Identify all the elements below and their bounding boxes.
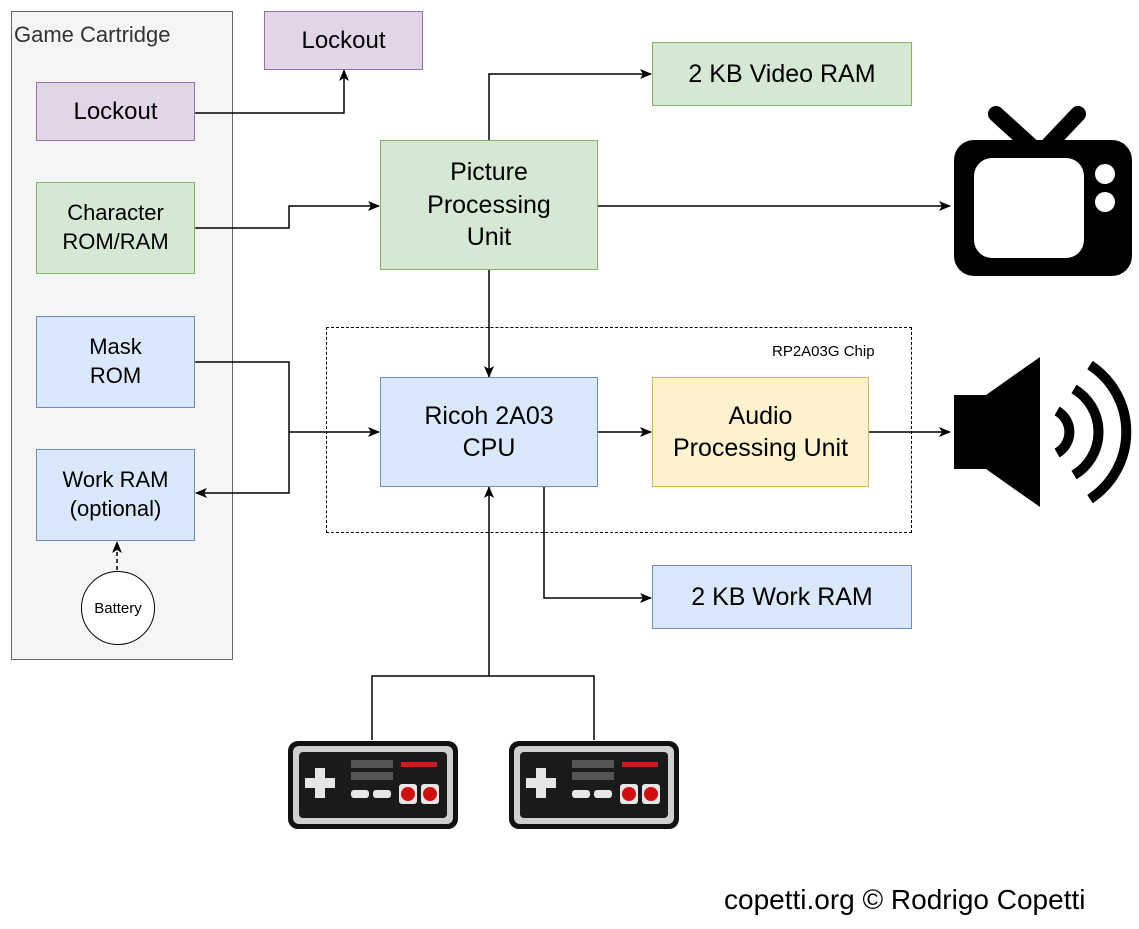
character-rom-box: Character ROM/RAM <box>36 182 195 274</box>
television-icon <box>954 106 1132 276</box>
ppu-box: Picture Processing Unit <box>380 140 598 270</box>
controller-bus <box>371 675 595 740</box>
battery-circle: Battery <box>81 571 155 645</box>
console-work-ram-box: 2 KB Work RAM <box>652 565 912 629</box>
console-lockout-label: Lockout <box>301 26 386 54</box>
lockout-link <box>185 69 349 118</box>
cartridge-lockout-label: Lockout <box>73 97 158 125</box>
console-work-ram-label: 2 KB Work RAM <box>691 582 873 611</box>
ppu-label: Picture Processing Unit <box>427 158 551 252</box>
apu-label: Audio Processing Unit <box>672 401 849 463</box>
chr-ppu-link <box>185 201 380 233</box>
nes-controller-icon <box>288 741 458 829</box>
cpu-box: Ricoh 2A03 CPU <box>380 377 598 487</box>
video-ram-box: 2 KB Video RAM <box>652 42 912 106</box>
speaker-icon <box>954 357 1132 507</box>
nes-controller-icon-2 <box>509 741 679 829</box>
video-ram-label: 2 KB Video RAM <box>688 59 876 88</box>
cpu-label: Ricoh 2A03 CPU <box>424 401 554 463</box>
console-lockout-box: Lockout <box>264 11 423 70</box>
character-rom-label: Character ROM/RAM <box>62 200 169 254</box>
cartridge-lockout-box: Lockout <box>36 82 195 141</box>
cartridge-work-ram-label: Work RAM (optional) <box>62 467 169 521</box>
mask-rom-label: Mask ROM <box>89 334 142 388</box>
credit-text: copetti.org © Rodrigo Copetti <box>724 884 1086 915</box>
cart-bus-link <box>185 357 290 498</box>
game-cartridge-label: Game Cartridge <box>14 22 171 47</box>
ppu-vram-link <box>484 69 652 151</box>
apu-box: Audio Processing Unit <box>652 377 869 487</box>
battery-label: Battery <box>94 599 142 617</box>
cpu-wram-link <box>539 476 652 603</box>
mask-rom-box: Mask ROM <box>36 316 195 408</box>
cartridge-work-ram-box: Work RAM (optional) <box>36 449 195 541</box>
chip-label: RP2A03G Chip <box>772 343 875 360</box>
